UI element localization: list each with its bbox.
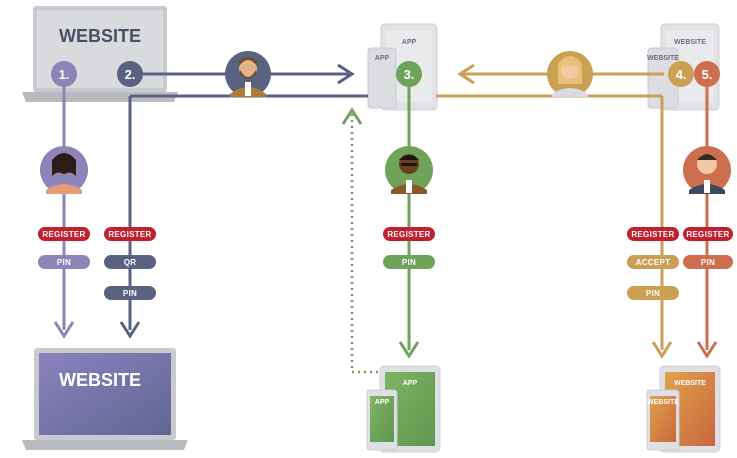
svg-text:REGISTER: REGISTER (108, 230, 151, 239)
flow4-arrowhead (651, 341, 673, 359)
svg-text:PIN: PIN (402, 258, 416, 267)
svg-text:1.: 1. (59, 67, 70, 82)
bottom-website-phone-label: WEBSITE (647, 399, 679, 406)
svg-text:2.: 2. (125, 67, 136, 82)
svg-text:PIN: PIN (57, 258, 71, 267)
flow4-pin-pill: PIN (627, 286, 679, 300)
flow1-arrowhead (53, 321, 75, 339)
bottom-website-tablet: WEBSITE WEBSITE (646, 365, 721, 453)
top-app-tablet-label: APP (402, 39, 417, 46)
person-avatar-flow1-woman (40, 146, 88, 194)
bottom-app-tablet-label: APP (403, 380, 418, 387)
svg-text:QR: QR (124, 258, 137, 267)
svg-text:REGISTER: REGISTER (387, 230, 430, 239)
flow4-register-pill: REGISTER (627, 227, 679, 241)
bottom-app-tablet: APP APP (366, 365, 441, 453)
svg-text:PIN: PIN (123, 289, 137, 298)
bottom-laptop-label: WEBSITE (59, 370, 141, 390)
person-avatar-blonde-woman (547, 51, 593, 97)
top-laptop-label: WEBSITE (59, 26, 141, 46)
top-laptop: WEBSITE (22, 6, 178, 102)
bottom-website-tablet-label: WEBSITE (674, 380, 706, 387)
person-avatar-flow5-man (683, 146, 731, 194)
svg-text:REGISTER: REGISTER (686, 230, 729, 239)
flow2-pin-pill: PIN (104, 286, 156, 300)
flow2-to-app-arrowhead (337, 63, 355, 85)
top-app-phone-label: APP (375, 55, 390, 62)
top-website-tablet-label: WEBSITE (674, 39, 706, 46)
step-badge-1: 1. (51, 61, 77, 87)
flow2-qr-pill: QR (104, 255, 156, 269)
flow1-pin-pill: PIN (38, 255, 90, 269)
svg-text:REGISTER: REGISTER (42, 230, 85, 239)
step-badge-3: 3. (396, 61, 422, 87)
flow3-pin-pill: PIN (383, 255, 435, 269)
top-website-phone-label: WEBSITE (647, 55, 679, 62)
svg-text:5.: 5. (702, 67, 713, 82)
person-avatar-flow3-man (385, 146, 433, 194)
bottom-laptop: WEBSITE (22, 348, 188, 450)
flow5-register-pill: REGISTER (683, 227, 733, 241)
flow3-register-pill: REGISTER (383, 227, 435, 241)
bottom-app-phone-label: APP (375, 399, 390, 406)
svg-text:3.: 3. (404, 67, 415, 82)
top-app-tablet: APP APP (367, 23, 438, 111)
step-badge-2: 2. (117, 61, 143, 87)
flow2-arrowhead (119, 321, 141, 339)
flow2-register-pill: REGISTER (104, 227, 156, 241)
return-dotted-arrowhead (341, 107, 363, 125)
svg-text:PIN: PIN (701, 258, 715, 267)
flow5-pin-pill: PIN (683, 255, 733, 269)
flow4-accept-pill: ACCEPT (627, 255, 679, 269)
flow5-arrowhead (696, 341, 718, 359)
step-badge-4: 4. (668, 61, 694, 87)
svg-text:PIN: PIN (646, 289, 660, 298)
step-badge-5: 5. (694, 61, 720, 87)
svg-text:4.: 4. (676, 67, 687, 82)
return-dotted-line (350, 112, 378, 374)
svg-text:ACCEPT: ACCEPT (636, 258, 671, 267)
svg-text:REGISTER: REGISTER (631, 230, 674, 239)
flow3-arrowhead (398, 341, 420, 359)
person-avatar-bearded-man (225, 51, 271, 97)
flow4-to-app-arrowhead (457, 63, 475, 85)
flow1-register-pill: REGISTER (38, 227, 90, 241)
